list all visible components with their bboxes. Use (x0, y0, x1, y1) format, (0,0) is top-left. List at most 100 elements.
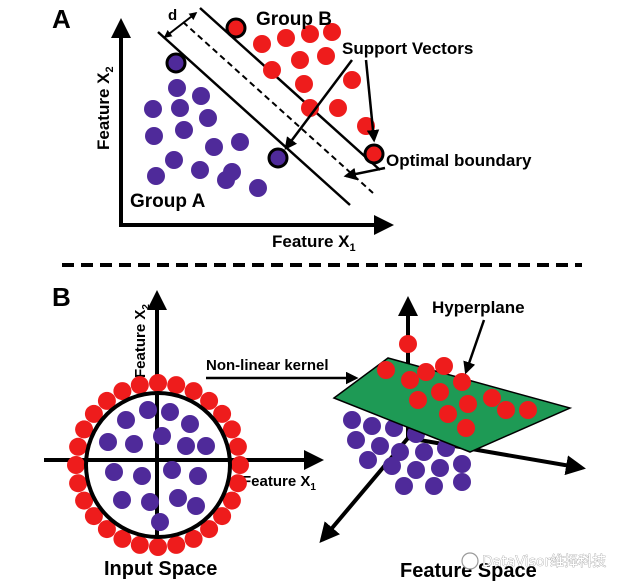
outer-point (75, 491, 94, 510)
support-vector-a (165, 52, 187, 74)
group-b-point (301, 25, 319, 43)
group-b-point (323, 23, 341, 41)
optimal-boundary-line (182, 21, 374, 194)
upper-point (497, 401, 515, 419)
kernel-label: Non-linear kernel (206, 357, 329, 374)
panel-a: A Feature X2 Feature X1 d (52, 4, 532, 254)
feature-space-x-axis (407, 436, 586, 476)
lower-point (347, 431, 365, 449)
inner-point (177, 437, 195, 455)
group-a-point (231, 133, 249, 151)
outer-point (97, 520, 116, 539)
upper-point (519, 401, 537, 419)
upper-point (401, 371, 419, 389)
upper-point (431, 383, 449, 401)
group-b-point (301, 99, 319, 117)
support-vector-b (363, 143, 385, 165)
upper-point (409, 391, 427, 409)
inner-point (105, 463, 123, 481)
inner-point (153, 427, 171, 445)
panel-b: B Feature X2 Feature X1 (44, 282, 607, 582)
support-vectors-arrow-left (284, 59, 353, 150)
outer-point (113, 529, 132, 548)
inner-point (187, 497, 205, 515)
group-a-point (175, 121, 193, 139)
outer-point (113, 382, 132, 401)
outer-point (75, 420, 94, 439)
group-a-label: Group A (130, 191, 206, 212)
outer-point (167, 376, 186, 395)
upper-point (417, 363, 435, 381)
group-a-point (192, 87, 210, 105)
outer-point (149, 538, 167, 556)
lower-point (383, 457, 401, 475)
inner-point (117, 411, 135, 429)
upper-point (377, 361, 395, 379)
group-a-point (147, 167, 165, 185)
group-b-points (253, 23, 375, 135)
hyperplane-arrow (463, 319, 486, 375)
outer-point (213, 404, 232, 423)
lower-point (391, 443, 409, 461)
group-a-point (165, 151, 183, 169)
inner-point (133, 467, 151, 485)
panel-a-y-axis-label: Feature X2 (94, 66, 116, 150)
hyperplane (332, 357, 573, 453)
lower-point (453, 473, 471, 491)
group-b-point (263, 61, 281, 79)
inner-point (139, 401, 157, 419)
group-a-point (249, 179, 267, 197)
input-space-x-axis-label: Feature X1 (242, 473, 316, 493)
inner-point (151, 513, 169, 531)
lower-point (431, 459, 449, 477)
outer-point (130, 535, 149, 554)
group-b-point (291, 51, 309, 69)
group-b-point (295, 75, 313, 93)
lower-point (359, 451, 377, 469)
group-a-point (205, 138, 223, 156)
upper-point (457, 419, 475, 437)
outer-point (67, 456, 85, 474)
outer-point (228, 474, 247, 493)
group-a-point (144, 100, 162, 118)
input-space-inner-points (99, 401, 215, 531)
inner-point (197, 437, 215, 455)
inner-point (189, 467, 207, 485)
group-b-point (317, 47, 335, 65)
outer-point (149, 374, 167, 392)
watermark-text: DataVisor维择科技 (482, 554, 606, 570)
group-b-point (329, 99, 347, 117)
outer-point (228, 437, 247, 456)
support-vector-a (267, 147, 289, 169)
inner-point (141, 493, 159, 511)
upper-point (453, 373, 471, 391)
lower-point (407, 461, 425, 479)
outer-point (200, 391, 219, 410)
lower-point (371, 437, 389, 455)
group-a-point (171, 99, 189, 117)
upper-point (399, 335, 417, 353)
margin-width-arrow (163, 12, 198, 38)
wechat-icon (461, 552, 479, 570)
feature-space-upper-points (377, 335, 537, 437)
lower-point (395, 477, 413, 495)
watermark: DataVisor维择科技 (461, 552, 607, 570)
lower-point (453, 455, 471, 473)
margin-line-lower (157, 31, 351, 206)
outer-point (130, 376, 149, 395)
upper-point (435, 357, 453, 375)
input-space-y-axis-label: Feature X2 (132, 304, 152, 378)
group-a-point (168, 79, 186, 97)
outer-point (222, 491, 241, 510)
hyperplane-label: Hyperplane (432, 298, 525, 317)
outer-point (200, 520, 219, 539)
group-a-point (199, 109, 217, 127)
optimal-boundary-label: Optimal boundary (386, 151, 532, 170)
inner-point (181, 415, 199, 433)
group-b-point (343, 71, 361, 89)
lower-point (343, 411, 361, 429)
optimal-boundary-arrow (343, 166, 386, 181)
panel-b-label: B (52, 282, 71, 312)
upper-point (483, 389, 501, 407)
